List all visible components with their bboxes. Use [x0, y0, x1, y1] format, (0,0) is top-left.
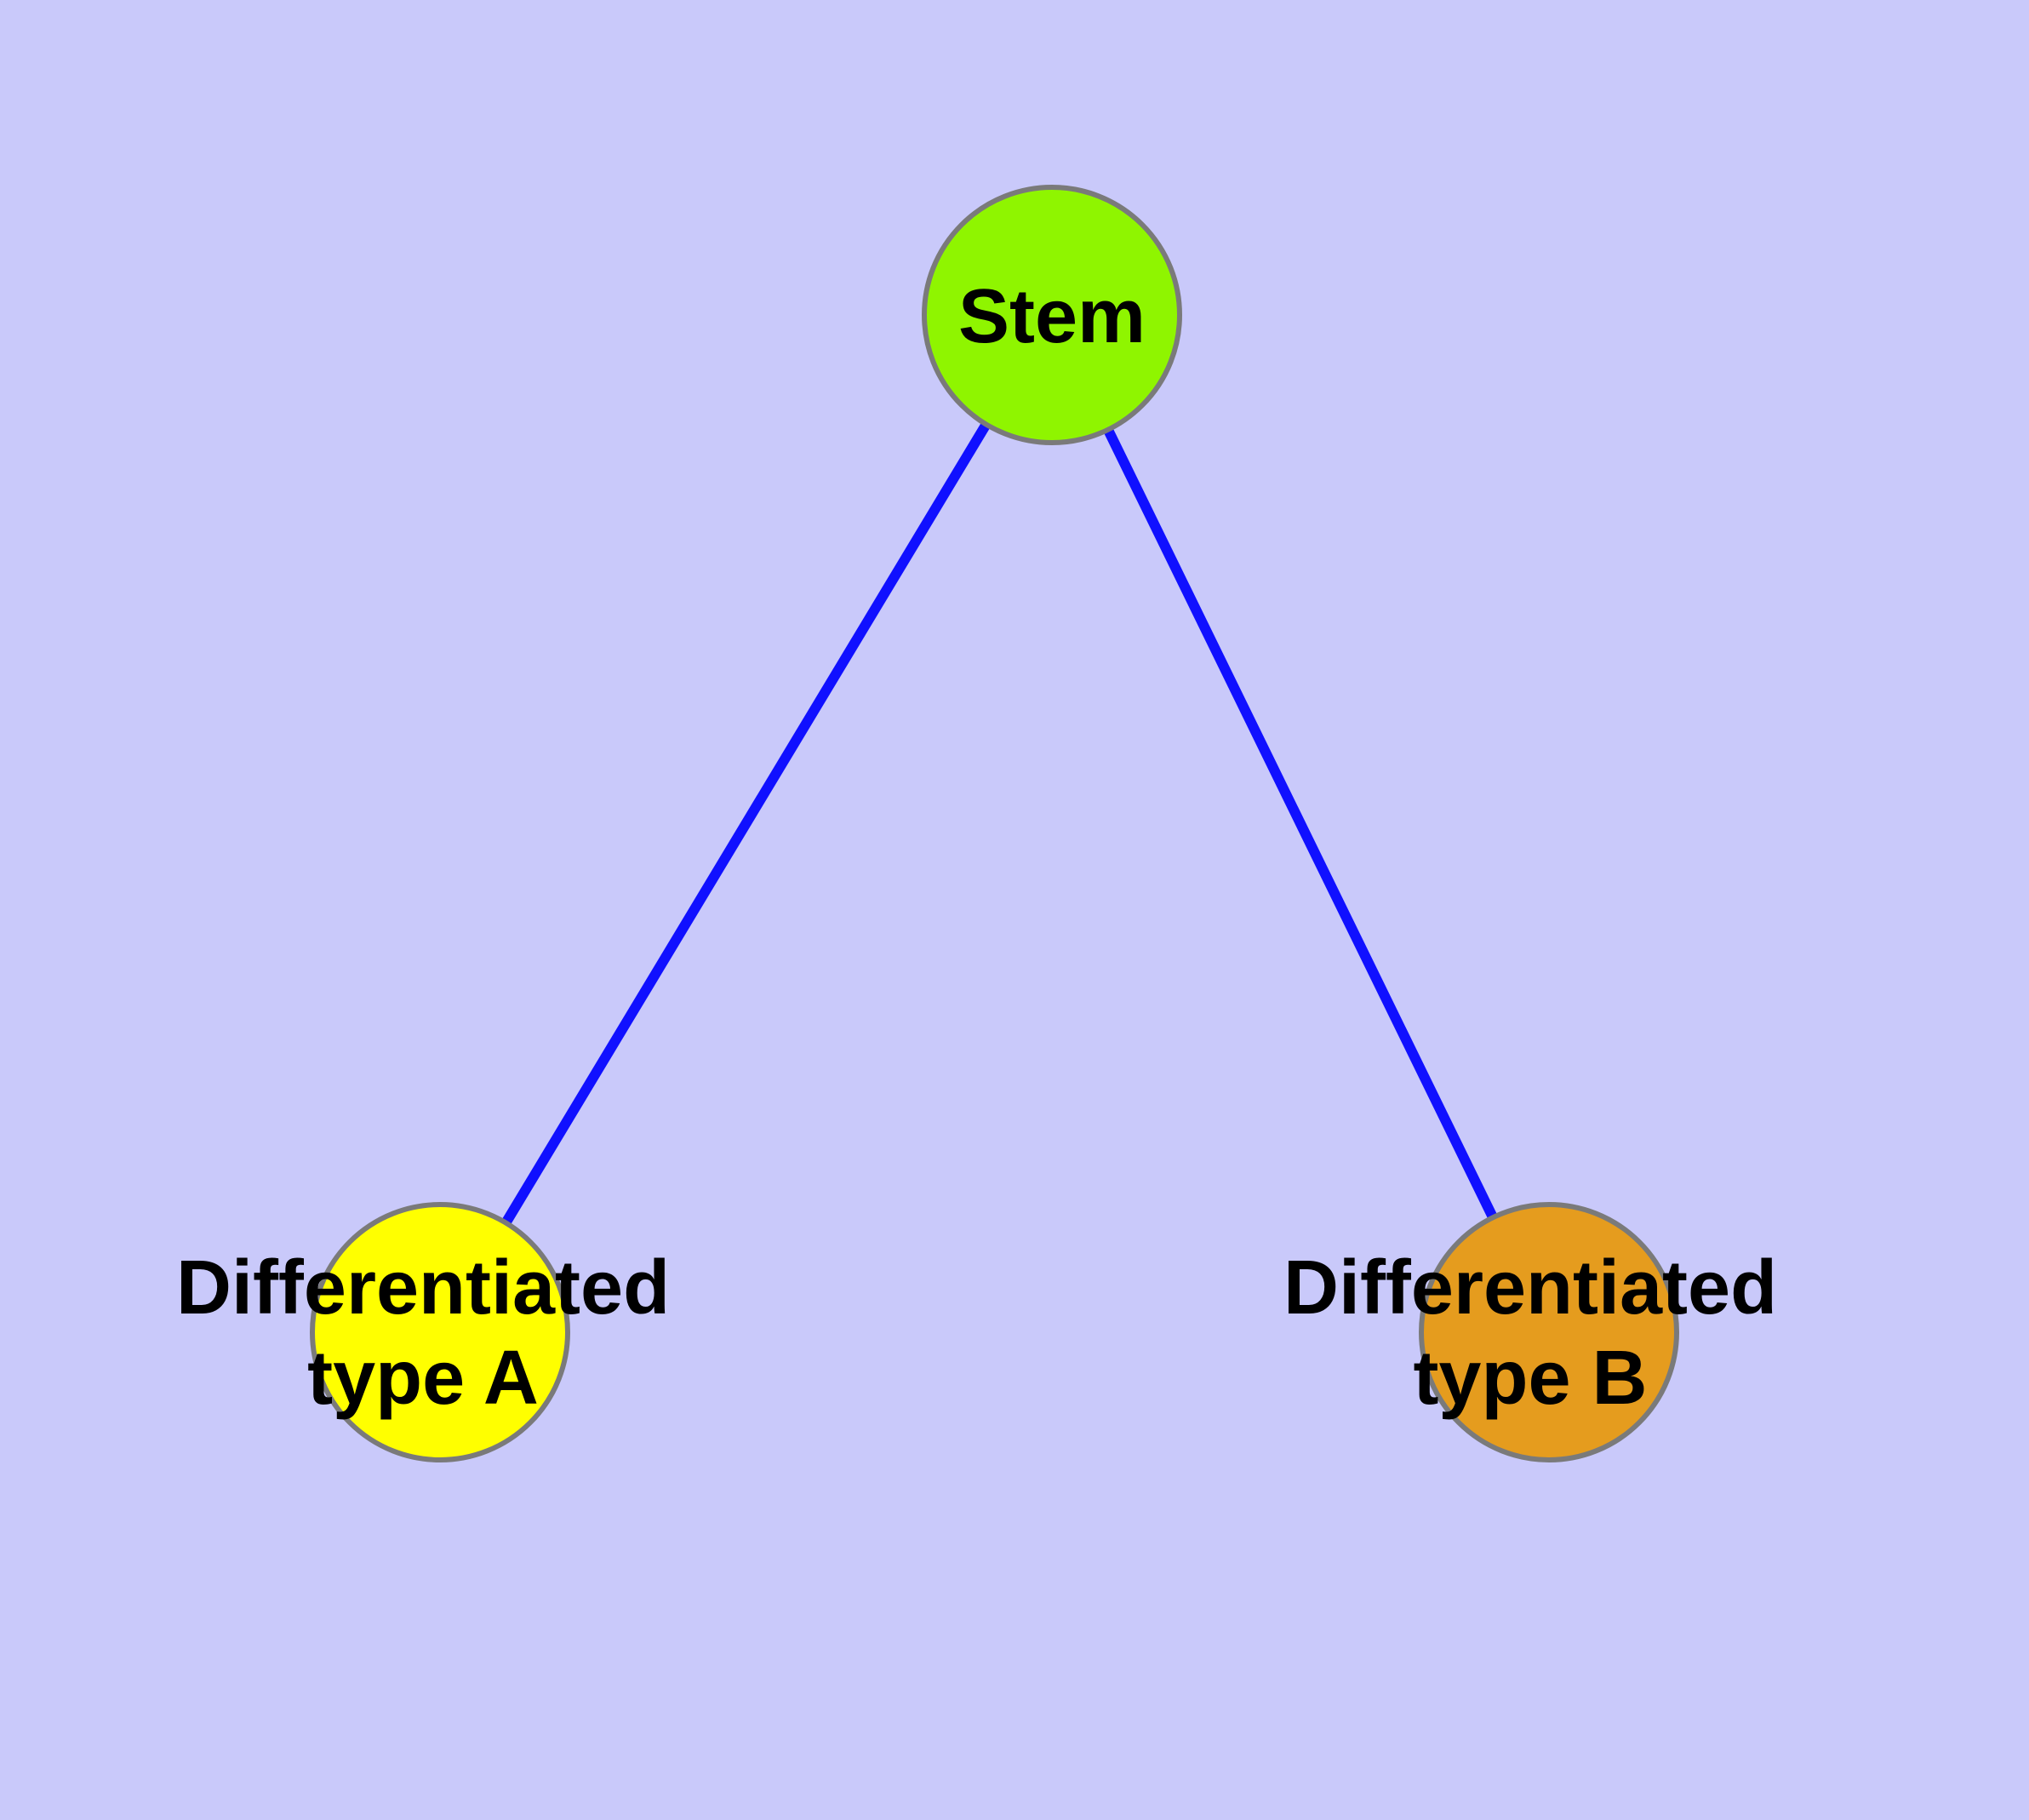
node-type-b-circle — [1419, 1202, 1679, 1462]
edge-stem-to-type-a — [435, 312, 1057, 1336]
edge-stem-to-type-b — [1047, 312, 1554, 1335]
node-type-a-label: Differentiated type A — [175, 1245, 671, 1421]
node-type-b-label: Differentiated type B — [1283, 1245, 1778, 1421]
node-type-a-circle — [310, 1202, 570, 1462]
node-stem-circle — [922, 185, 1182, 445]
node-stem-label: Stem — [957, 274, 1146, 359]
